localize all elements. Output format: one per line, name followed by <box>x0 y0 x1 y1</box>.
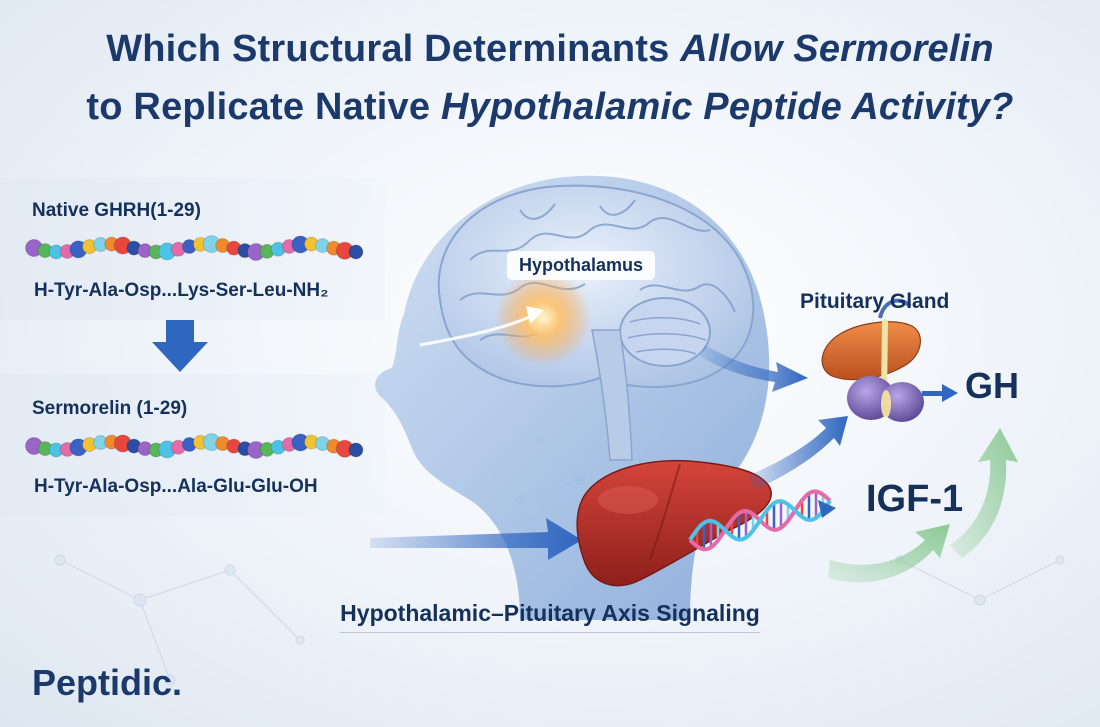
hypothalamus-label: Hypothalamus <box>507 251 656 280</box>
sermorelin-label: Sermorelin (1-29) <box>32 398 188 419</box>
native-peptide-chain <box>25 235 364 261</box>
amino-acid-bead <box>348 244 364 260</box>
incoming-liver-arrow <box>370 518 582 560</box>
title-line-1-italic: Allow Sermorelin <box>680 28 994 70</box>
pituitary-gland-label: Pituitary Gland <box>800 290 950 313</box>
native-ghrh-label: Native GHRH(1-29) <box>32 200 201 221</box>
sermorelin-peptide-chain <box>25 433 364 459</box>
native-ghrh-sequence: H-Tyr-Ala-Osp...Lys-Ser-Leu-NH₂ <box>34 280 329 301</box>
amino-acid-bead <box>348 442 364 458</box>
brain-to-pituitary-arrow <box>700 345 808 392</box>
pituitary-icon <box>821 298 924 422</box>
title-line-1: Which Structural Determinants Allow Serm… <box>0 20 1100 78</box>
axis-caption: Hypothalamic–Pituitary Axis Signaling <box>0 600 1100 633</box>
title-line-2-plain: to Replicate Native <box>86 86 441 128</box>
igf1-label: IGF-1 <box>866 478 964 520</box>
axis-caption-text: Hypothalamic–Pituitary Axis Signaling <box>340 600 760 633</box>
brand-logo: Peptidic. <box>32 662 183 703</box>
liver-icon <box>576 459 772 587</box>
sermorelin-sequence: H-Tyr-Ala-Osp...Ala-Glu-Glu-OH <box>34 476 318 497</box>
hypothalamus-glow <box>495 270 591 366</box>
down-arrow-icon <box>152 320 208 372</box>
gh-green-arrow <box>950 428 1018 558</box>
igf1-green-arrow <box>828 524 950 583</box>
dna-arrowhead <box>818 500 836 518</box>
dna-strand <box>688 499 832 542</box>
title-line-2: to Replicate Native Hypothalamic Peptide… <box>0 78 1100 136</box>
pituitary-to-gh-arrow <box>922 384 958 402</box>
hypothalamus-pointer-arrowhead <box>526 306 544 324</box>
page-title: Which Structural Determinants Allow Serm… <box>0 20 1100 136</box>
liver-to-pituitary-arrow <box>748 416 848 490</box>
hypothalamus-pointer-arrow <box>419 314 533 347</box>
title-line-1-plain: Which Structural Determinants <box>106 28 681 70</box>
title-line-2-italic: Hypothalamic Peptide Activity? <box>440 86 1014 128</box>
gh-label: GH <box>965 365 1019 406</box>
